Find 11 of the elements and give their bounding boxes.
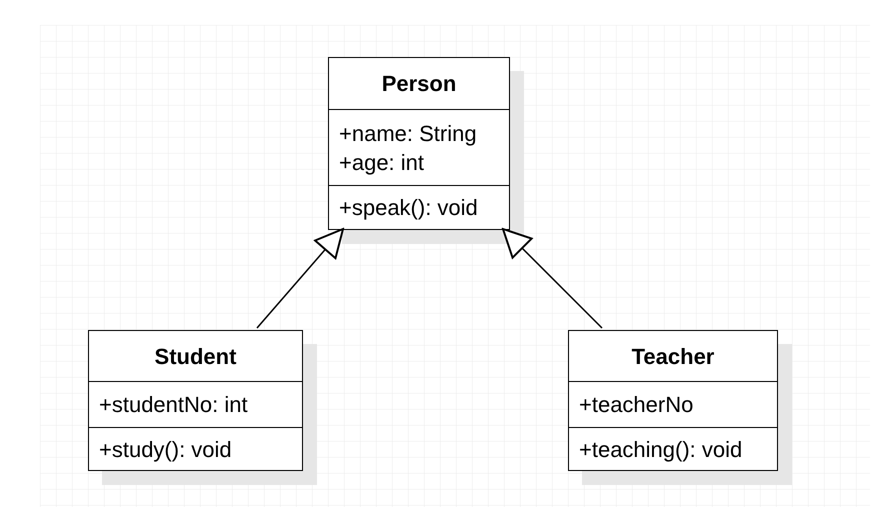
attribute-list: +studentNo: int bbox=[89, 381, 302, 427]
class-name: Person bbox=[380, 70, 458, 98]
attribute-list: +teacherNo bbox=[569, 381, 777, 427]
inheritance-arrow bbox=[502, 228, 603, 329]
method-list: +teaching(): void bbox=[569, 427, 777, 470]
class-name: Teacher bbox=[630, 342, 716, 370]
attribute-list: +name: String +age: int bbox=[329, 109, 509, 185]
method-list: +speak(): void bbox=[329, 185, 509, 229]
method-list: +study(): void bbox=[89, 427, 302, 470]
inheritance-arrow bbox=[256, 228, 344, 328]
class-name: Student bbox=[154, 342, 238, 370]
